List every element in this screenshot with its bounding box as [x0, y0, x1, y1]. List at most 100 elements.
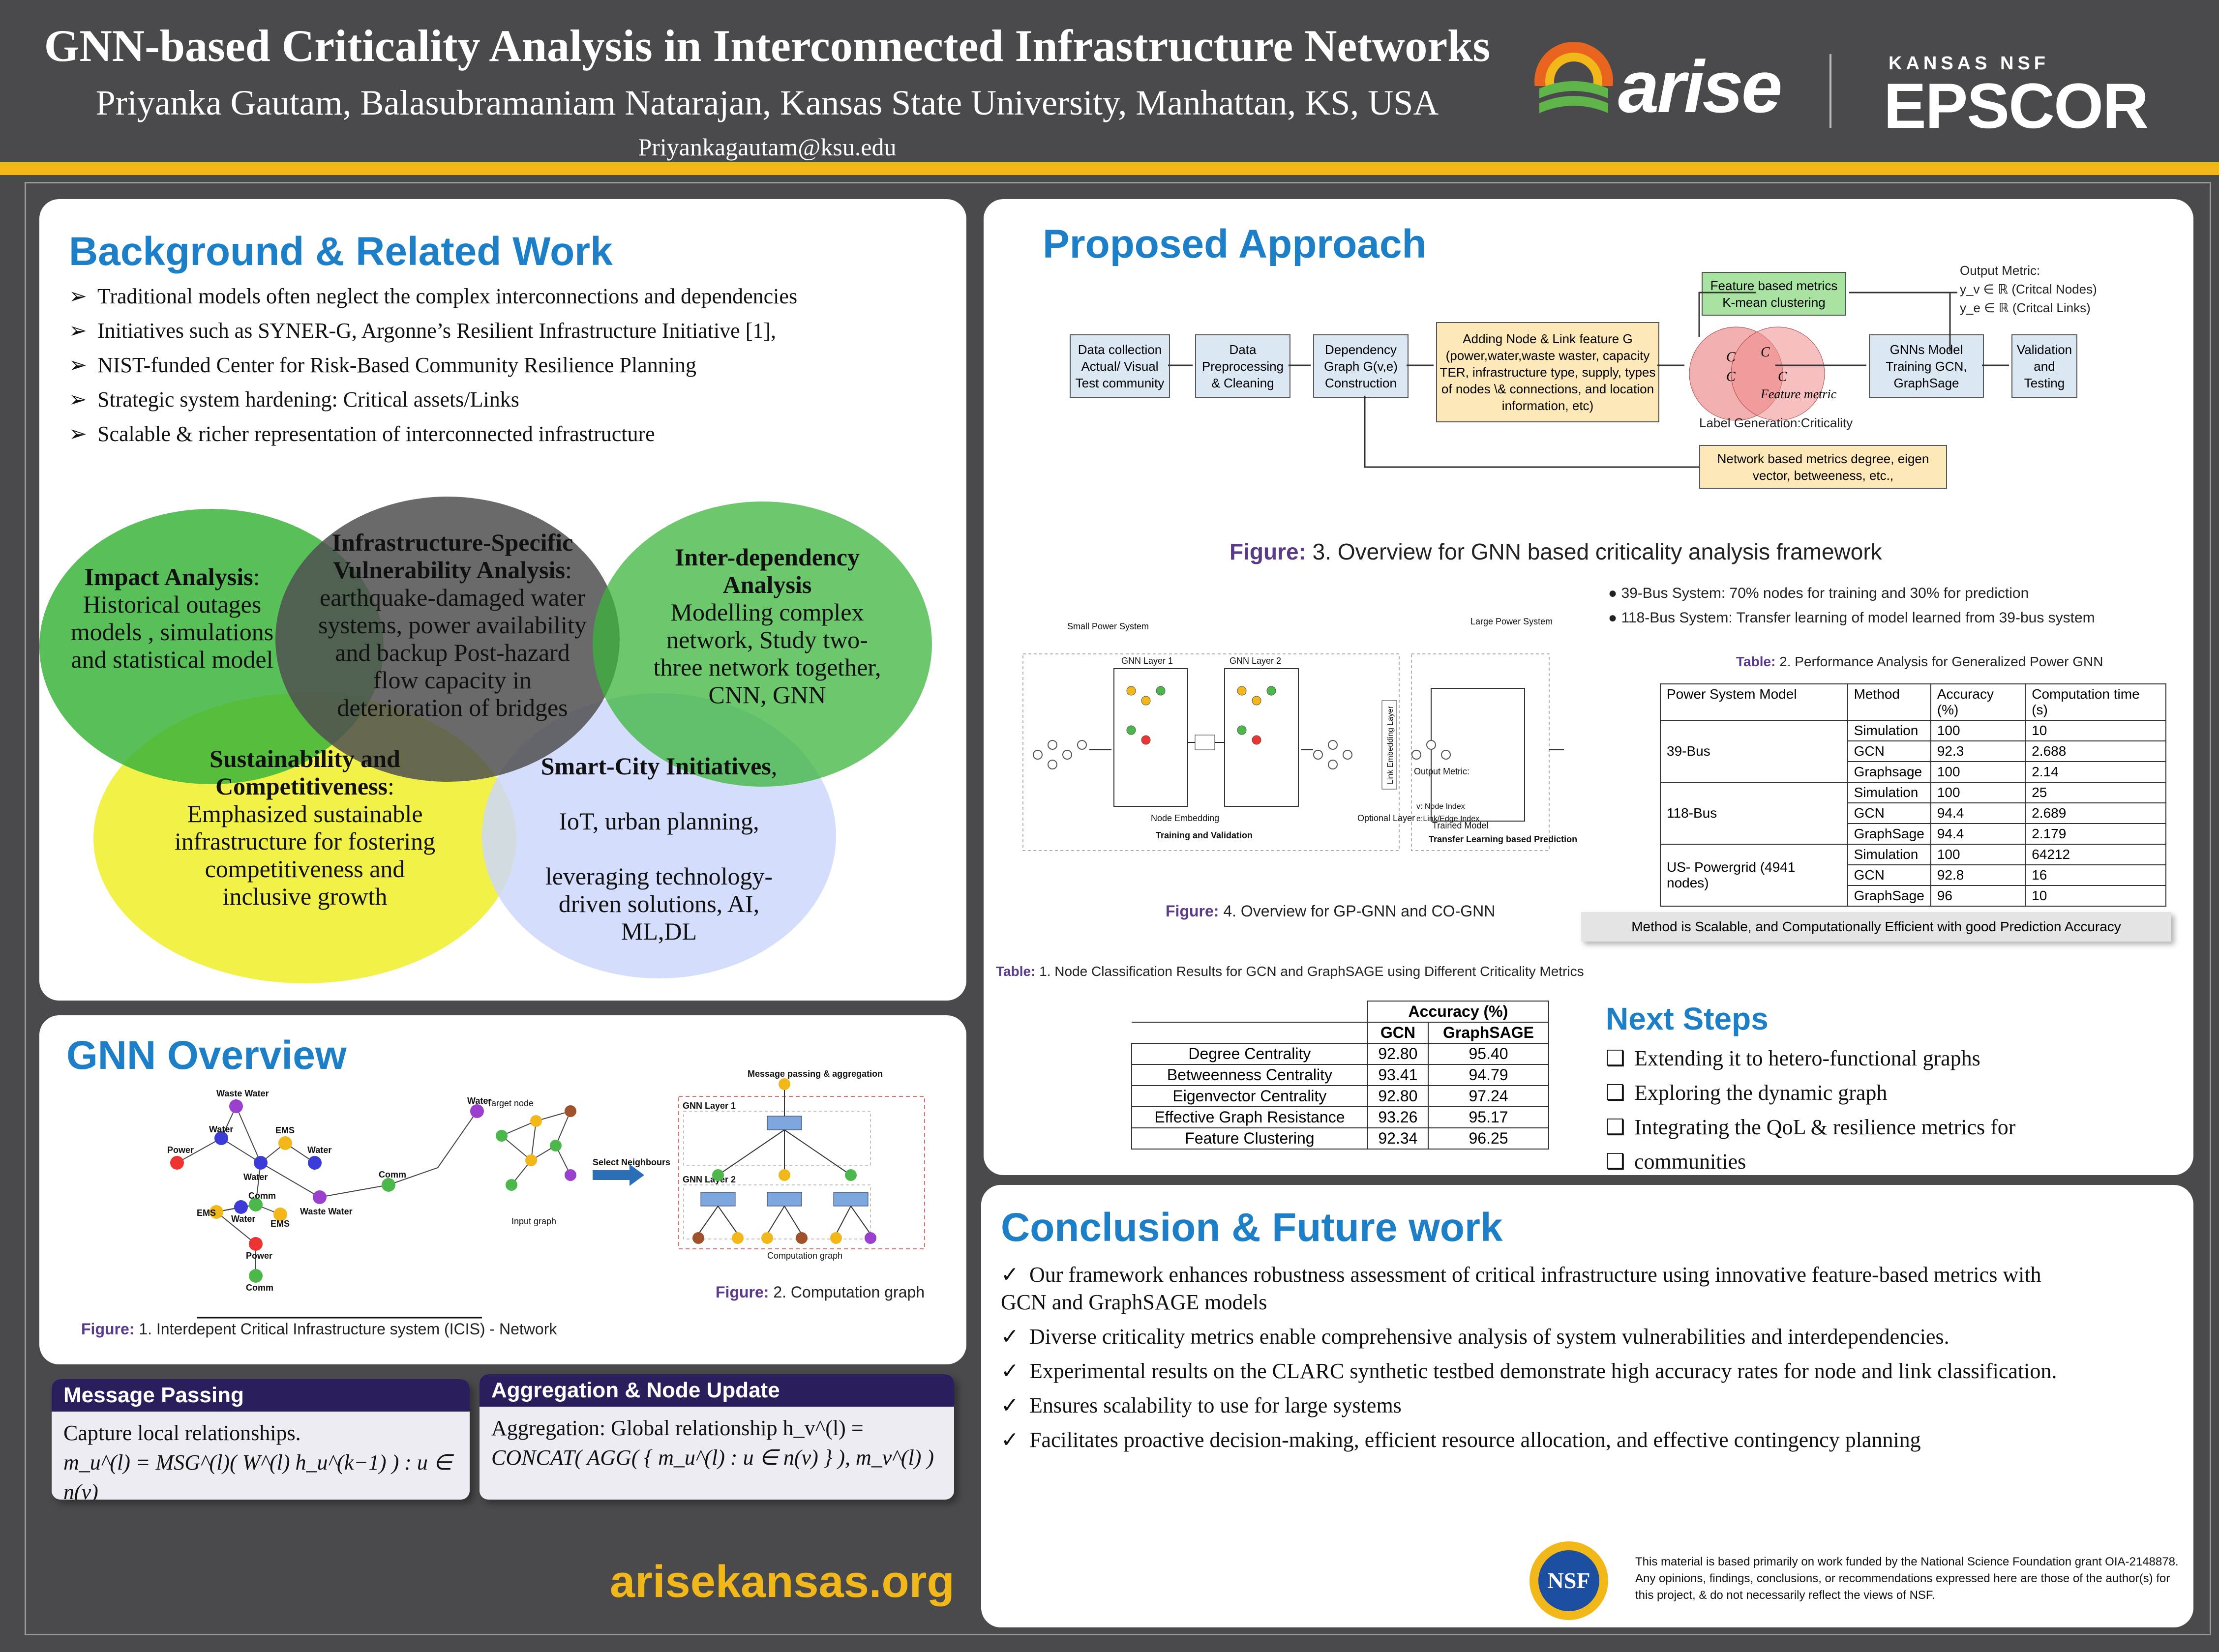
diagram-label: GNN Layer 2: [1229, 656, 1281, 666]
conclusion-panel: Conclusion & Future work ✓Our framework …: [981, 1185, 2193, 1627]
diagram-label: Large Power System: [1470, 617, 1553, 626]
poster-authors: Priyanka Gautam, Balasubramaniam Nataraj…: [95, 83, 1439, 122]
aggregation-heading: Aggregation & Node Update: [480, 1374, 954, 1407]
icis-label: Power: [167, 1145, 194, 1155]
svg-text:C: C: [1761, 345, 1770, 360]
table-header: Power System Model: [1660, 683, 1848, 721]
epscor-logo: EPSCOR: [1884, 70, 2149, 142]
flow-arrows: [1168, 292, 2009, 468]
conclusion-item: ✓Diverse criticality metrics enable comp…: [1001, 1325, 1949, 1349]
diagram-label: Training and Validation: [1156, 830, 1253, 840]
svg-text:C: C: [1778, 369, 1787, 384]
icis-label: Water: [231, 1214, 255, 1224]
diagram-label: Optional Layer: [1357, 813, 1415, 823]
diagram-label: e:Link/Edge Index: [1416, 815, 1479, 823]
icis-label: Power: [246, 1251, 272, 1261]
bus-note: ● 39-Bus System: 70% nodes for training …: [1608, 585, 2029, 601]
icis-label: Water: [467, 1096, 491, 1106]
flow-adding-features: Adding Node & Link feature G (power,wate…: [1436, 322, 1659, 422]
diagram-label: v: Node Index: [1416, 802, 1465, 811]
venn-impact-text: Impact Analysis:Historical outages model…: [70, 563, 274, 673]
table-header-row: Power System Model Method Accuracy (%) C…: [1660, 683, 2166, 721]
background-bullets: ➢Traditional models often neglect the co…: [69, 283, 954, 455]
next-step-item: ❑Exploring the dynamic graph: [1606, 1081, 1888, 1105]
flow-preprocessing: Data Preprocessing & Cleaning: [1195, 334, 1290, 398]
table-2-caption: Table: 2. Performance Analysis for Gener…: [1736, 654, 2103, 669]
icis-label: Water: [209, 1124, 233, 1134]
venn-circle-interdependency: [593, 502, 932, 787]
icis-label: Waste Water: [300, 1207, 353, 1216]
comp-label: Message passing & aggregation: [748, 1069, 883, 1079]
diagram-label: GNN Layer 1: [1121, 656, 1173, 666]
table-header: Method: [1847, 683, 1931, 721]
table-header: Computation time (s): [2025, 683, 2166, 721]
output-metric-label: Output Metric:: [1960, 263, 2040, 278]
computation-graph-diagram: Target node Select Neighbours Input grap…: [487, 1069, 925, 1261]
proposed-approach-panel: Proposed Approach Data collection Actual…: [984, 199, 2193, 1175]
icis-network-diagram: Waste Water Water Power Water EMS Water …: [167, 1089, 491, 1319]
nsf-logo-icon: NSF: [1529, 1541, 1608, 1620]
output-nodes: y_v ∈ ℝ (Critcal Nodes): [1960, 282, 2097, 296]
bullet-item: ➢Scalable & richer representation of int…: [69, 422, 655, 446]
venn-vulnerability-text: Infrastructure-Specific Vulnerability An…: [318, 529, 587, 721]
icis-label: Comm: [248, 1191, 276, 1201]
table-1-caption: Table: 1. Node Classification Results fo…: [996, 964, 1584, 979]
flow-network-metrics: Network based metrics degree, eigen vect…: [1699, 445, 1947, 489]
diagram-label: Output Metric:: [1414, 767, 1469, 776]
bullet-item: ➢Traditional models often neglect the co…: [69, 284, 798, 308]
figure-4-caption: Figure: 4. Overview for GP-GNN and CO-GN…: [1166, 902, 1496, 920]
label-generation: Label Generation:Criticality: [1699, 415, 1853, 430]
logo-divider: [1829, 54, 1831, 128]
icis-label: Comm: [246, 1283, 273, 1293]
background-title: Background & Related Work: [69, 229, 613, 274]
table-header: Accuracy (%): [1367, 1001, 1550, 1023]
icis-label: Waste Water: [216, 1089, 269, 1098]
aggregation-formula: CONCAT( AGG( { m_u^(l) : u ∈ n(v) } ), m…: [491, 1446, 934, 1470]
icis-label: Water: [307, 1145, 331, 1155]
next-steps-title: Next Steps: [1606, 1001, 1769, 1036]
gnn-overview-panel: GNN Overview Waste Water Water: [39, 1015, 966, 1364]
comp-label: Input graph: [511, 1216, 556, 1226]
next-step-item: ❑communities: [1606, 1150, 1746, 1174]
output-links: y_e ∈ ℝ (Critcal Links): [1960, 300, 2091, 315]
table-header-row: Accuracy (%): [1132, 1001, 1550, 1023]
figure-3-caption: Figure: 3. Overview for GNN based critic…: [1229, 539, 1882, 564]
conclusion-item: ✓Facilitates proactive decision-making, …: [1001, 1428, 1921, 1452]
svg-text:C: C: [1726, 350, 1736, 365]
bullet-item: ➢NIST-funded Center for Risk-Based Commu…: [69, 353, 696, 377]
diagram-label: Link Embedding Layer: [1386, 706, 1395, 784]
nsf-logo-text: NSF: [1548, 1568, 1590, 1593]
feature-metric-label: Feature metric: [1760, 387, 1837, 401]
comp-label: GNN Layer 1: [683, 1101, 736, 1111]
message-passing-block: Message Passing Capture local relationsh…: [52, 1379, 470, 1500]
table-header: Accuracy (%): [1930, 683, 2026, 721]
proposed-title: Proposed Approach: [1043, 222, 1427, 266]
website-link[interactable]: arisekansas.org: [610, 1557, 955, 1607]
icis-label: EMS: [270, 1219, 290, 1229]
venn-circle-vulnerability: [275, 497, 620, 782]
next-steps-list: ❑Extending it to hetero-functional graph…: [1606, 1045, 2171, 1182]
comp-label: GNN Layer 2: [683, 1175, 736, 1184]
aggregation-line: Aggregation: Global relationship h_v^(l)…: [491, 1416, 864, 1440]
next-step-item: ❑Extending it to hetero-functional graph…: [1606, 1046, 1980, 1070]
flow-feature-metrics: Feature based metrics K-mean clustering: [1702, 272, 1846, 316]
flow-gnn-training: GNNs Model Training GCN, GraphSage: [1869, 334, 1984, 398]
diagram-label: Transfer Learning based Prediction: [1429, 834, 1577, 844]
flow-dependency-graph: Dependency Graph G(v,e) Construction: [1313, 334, 1409, 398]
bus-note: ● 118-Bus System: Transfer learning of m…: [1608, 610, 2095, 626]
comp-label: Select Neighbours: [593, 1157, 670, 1167]
performance-table: Power System Model Method Accuracy (%) C…: [1660, 683, 2166, 907]
comp-label: Target node: [487, 1098, 534, 1108]
conclusion-item: ✓Our framework enhances robustness asses…: [1001, 1263, 2041, 1314]
poster-header: [0, 0, 2219, 175]
